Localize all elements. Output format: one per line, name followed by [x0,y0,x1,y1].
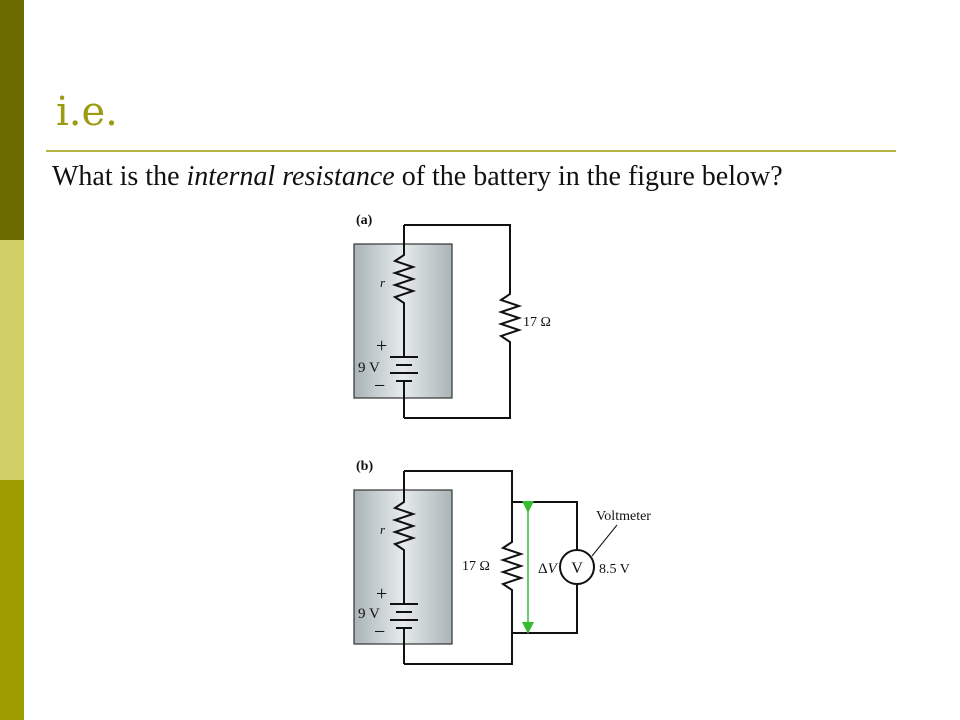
panel-a-plus-sign: + [376,335,387,357]
slide-title: i.e. [56,89,118,135]
voltmeter-label-leader [591,524,618,557]
panel-b-plus-sign: + [376,583,387,605]
sidebar-accent [0,0,24,720]
panel-b-internal-resistor [391,471,417,596]
question-part-2: of the battery in the figure below? [394,161,783,192]
panel-a: (a) r + 9 V − 17 Ω [353,213,551,419]
voltmeter-reading: 8.5 V [599,562,630,577]
sidebar-segment-bottom [0,480,24,720]
panel-b-minus-sign: − [374,621,385,643]
circuit-figure: (a) r + 9 V − 17 Ω (b) r [340,200,700,680]
panel-b: (b) r + 9 V − 17 Ω V ΔV Voltm [353,459,651,665]
question-part-1: What is the [52,161,187,192]
title-divider [46,150,896,152]
panel-b-battery-voltage: 9 V [358,606,380,622]
voltmeter-symbol: V [571,560,583,577]
question-emphasis: internal resistance [186,161,395,192]
voltmeter-circle [559,549,595,585]
voltmeter-label: Voltmeter [596,509,651,524]
panel-b-r-label: r [380,522,386,537]
panel-b-outer-wire [404,470,525,665]
panel-b-voltmeter-wire-top [512,501,578,550]
panel-b-label: (b) [356,459,373,474]
sidebar-segment-middle [0,240,24,480]
panel-a-internal-resistor [391,225,417,348]
panel-a-battery-voltage: 9 V [358,360,380,376]
panel-a-outer-wire [404,224,523,419]
circuit-diagram: (a) r + 9 V − 17 Ω (b) r [353,213,651,665]
panel-a-r-label: r [380,275,386,290]
panel-a-label: (a) [356,213,373,228]
question-text: What is the internal resistance of the b… [52,160,812,194]
panel-a-load-resistor-label: 17 Ω [523,315,551,330]
sidebar-segment-top [0,0,24,240]
panel-b-load-resistor-label: 17 Ω [462,559,490,574]
panel-a-minus-sign: − [374,375,385,397]
delta-v-label: ΔV [538,561,559,577]
panel-b-voltmeter-wire-bottom [512,584,578,634]
